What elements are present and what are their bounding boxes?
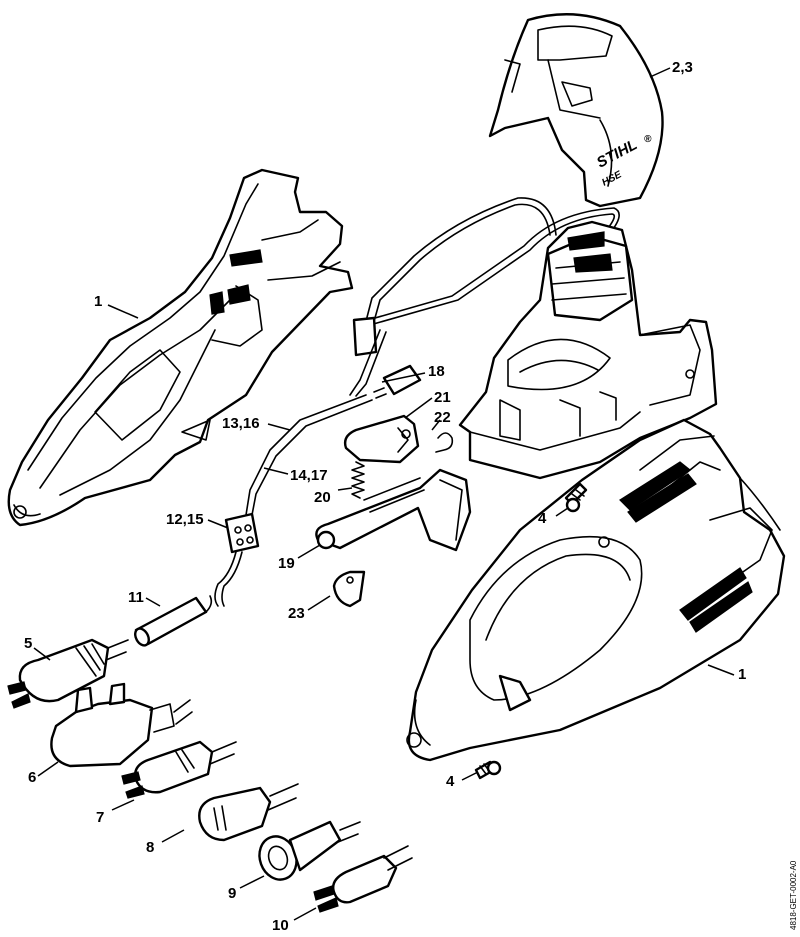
part-cover-2-3: STIHL ® HSE: [488, 13, 664, 208]
callout-6: 6: [28, 769, 36, 786]
part-sleeve-11: [134, 595, 213, 647]
callout-18: 18: [428, 363, 445, 380]
callout-1-right: 1: [738, 666, 746, 683]
callout-2-3: 2,3: [672, 59, 693, 76]
callout-11: 11: [128, 589, 144, 606]
callout-labels: 2,3 1 1 18 21 22 13,16 14,17 20 4 4 12,1…: [24, 59, 746, 934]
part-plug-5: [7, 638, 129, 709]
callout-10: 10: [272, 917, 289, 934]
part-plug-10: [313, 845, 413, 913]
part-plug-6: [50, 682, 193, 768]
callout-20: 20: [314, 489, 331, 506]
cover-reg-mark: ®: [644, 134, 652, 145]
part-screw-top: [564, 482, 588, 513]
callout-1-left: 1: [94, 293, 102, 310]
callout-21: 21: [434, 389, 451, 406]
callout-23: 23: [288, 605, 305, 622]
part-housing-left: [7, 168, 354, 527]
part-cables: [245, 197, 620, 516]
part-screw-bottom: [474, 760, 502, 780]
document-reference: 4818-GET-0002-A0: [789, 860, 798, 930]
part-switch-18: [373, 364, 422, 399]
part-motor-assembly: [458, 220, 718, 480]
callout-8: 8: [146, 839, 154, 856]
part-plug-7: [121, 740, 237, 799]
part-plug-9: [258, 820, 361, 881]
callout-22: 22: [434, 409, 451, 426]
part-cam-23: [332, 570, 366, 608]
callout-14-17: 14,17: [290, 467, 328, 484]
part-housing-right: [406, 418, 786, 762]
callout-4-bottom: 4: [446, 773, 455, 790]
callout-12-15: 12,15: [166, 511, 204, 528]
part-lever-21: [343, 414, 420, 464]
callout-13-16: 13,16: [222, 415, 260, 432]
part-trigger-19: [315, 468, 472, 552]
part-spring-20: [351, 461, 365, 499]
callout-4-top: 4: [538, 510, 547, 527]
leader-lines: [33, 67, 735, 921]
part-plug-8: [198, 783, 299, 842]
part-connector-12-15: [214, 512, 260, 607]
callout-9: 9: [228, 885, 236, 902]
part-spring-clip-22: [435, 432, 454, 453]
callout-5: 5: [24, 635, 32, 652]
callout-19: 19: [278, 555, 295, 572]
callout-7: 7: [96, 809, 104, 826]
